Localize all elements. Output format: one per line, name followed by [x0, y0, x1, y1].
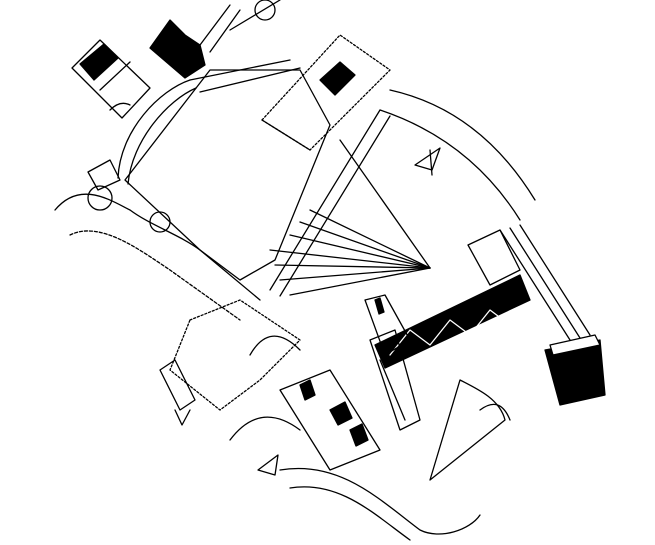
left-ramparts: [55, 160, 260, 320]
stone-fortress: [262, 35, 390, 150]
gothic-towers: [150, 0, 280, 78]
stone-arches-middle: [160, 300, 300, 440]
cable-fan: [270, 90, 535, 296]
sailboat-bottom: [258, 455, 278, 475]
lower-bridge: [280, 468, 480, 540]
sailboat-right: [430, 380, 510, 480]
truss-bridge: [370, 275, 530, 430]
building-top-left: [72, 40, 150, 118]
sailboat-top: [415, 148, 440, 175]
city-buildings: [280, 295, 410, 470]
right-pier: [468, 225, 605, 405]
